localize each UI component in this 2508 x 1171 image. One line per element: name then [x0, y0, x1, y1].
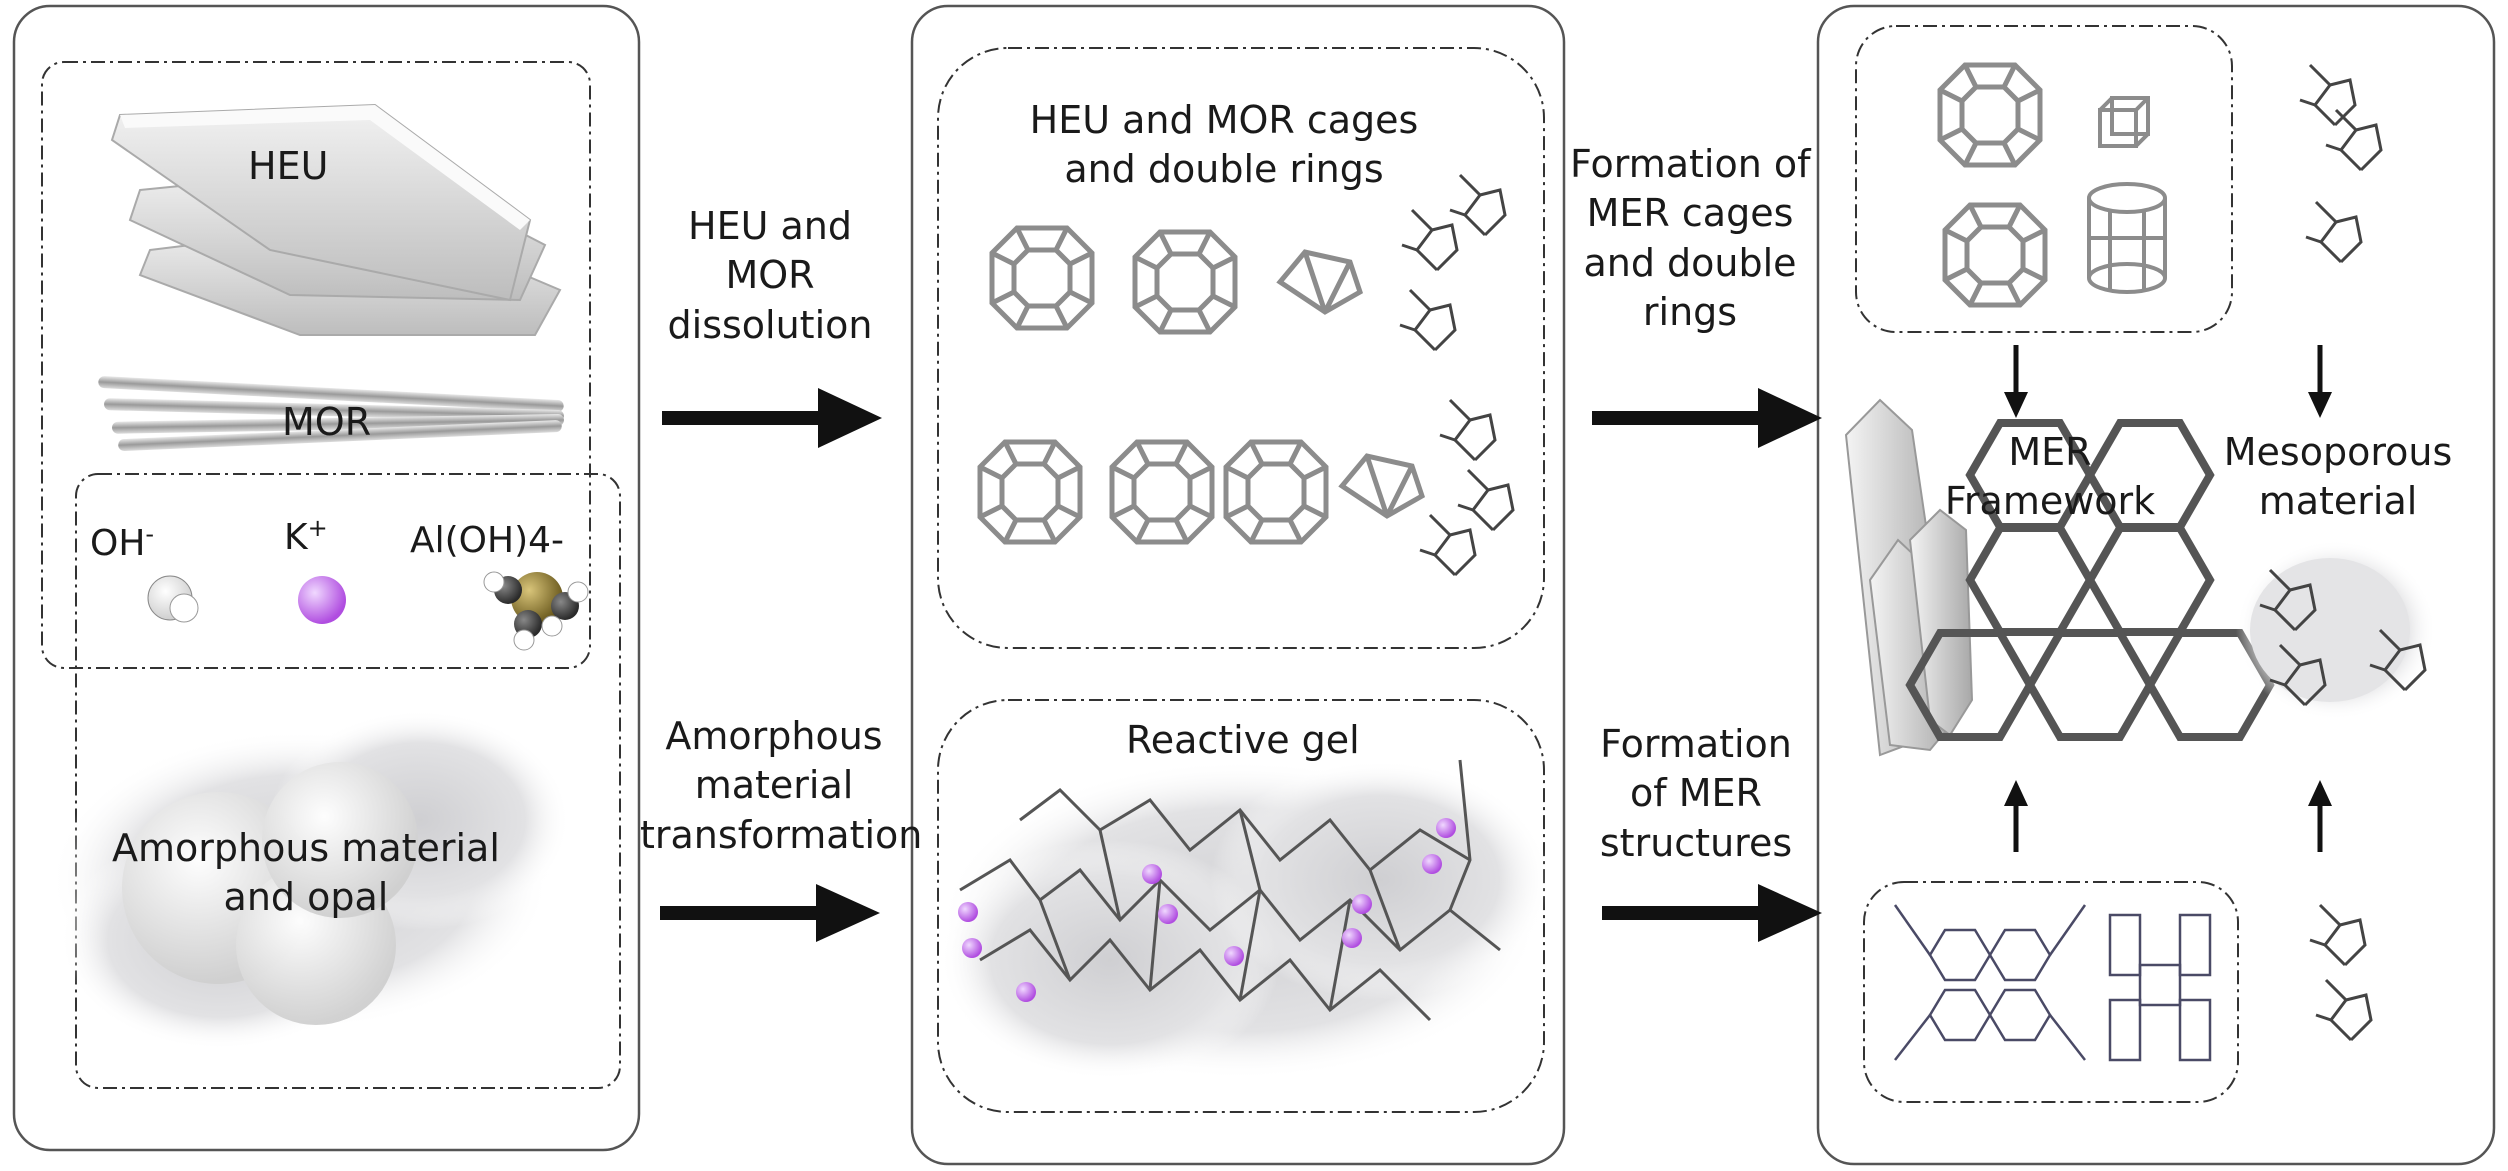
arrows-up [2004, 780, 2332, 852]
heu-label: HEU [248, 144, 329, 188]
mor-crystal-rods [98, 376, 564, 451]
free-fragments-bottom [2308, 903, 2373, 1042]
hydroxide-ion-model [147, 575, 199, 623]
arrow-mer-structures [1602, 884, 1822, 942]
panel-1-precursors [12, 4, 641, 1152]
ring-fragments [1398, 173, 1515, 577]
mesoporous-blob [2236, 540, 2436, 720]
cage-structures [980, 228, 1422, 542]
opal-spheres [122, 762, 418, 1025]
arrow-transformation [660, 884, 880, 942]
potassium-label: K+ [284, 514, 328, 558]
aluminate-ion-model [483, 571, 589, 651]
hydroxide-label: OH- [90, 520, 155, 564]
free-fragments-top [2298, 63, 2383, 264]
reactive-gel-label: Reactive gel [1126, 718, 1360, 762]
arrows-down [2004, 345, 2332, 418]
aluminate-label: Al(OH)4- [410, 520, 565, 561]
heu-crystal-plates [110, 103, 562, 336]
mor-label: MOR [282, 400, 372, 444]
arrow-mer-cages [1592, 388, 1822, 448]
mer-cage-units [1940, 65, 2167, 305]
mer-2d-network [1893, 904, 2212, 1062]
reactive-gel [940, 759, 1550, 1080]
panel-3-products [1816, 4, 2496, 1166]
potassium-ion-sphere [298, 576, 346, 624]
arrow-dissolution [662, 388, 882, 448]
